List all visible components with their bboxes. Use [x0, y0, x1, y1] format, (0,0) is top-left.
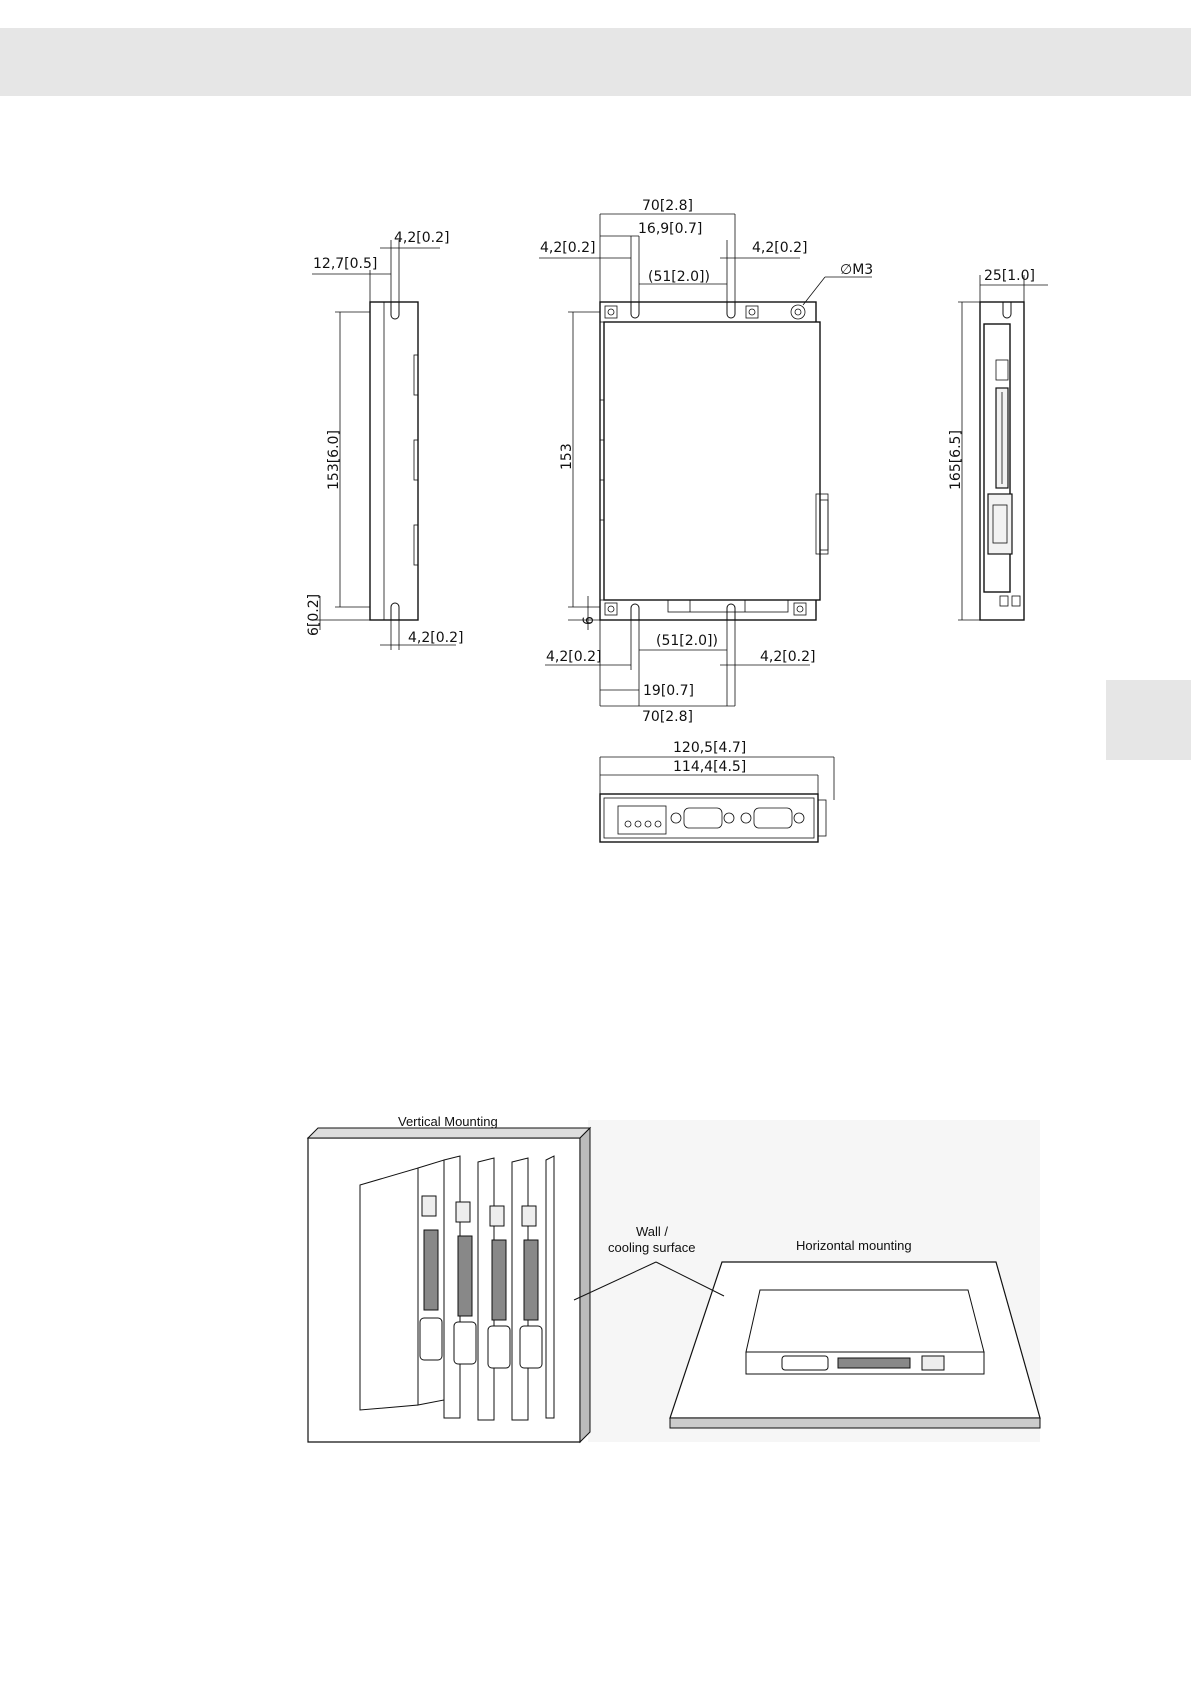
horizontal-mounting-figure: [670, 1262, 1040, 1428]
horizontal-mounting-title: Horizontal mounting: [796, 1238, 912, 1253]
wall-label-line2: cooling surface: [608, 1240, 695, 1255]
vertical-mounting-figure: [308, 1128, 590, 1442]
vertical-mounting-title: Vertical Mounting: [398, 1114, 498, 1129]
wall-label-line1: Wall /: [636, 1224, 668, 1239]
